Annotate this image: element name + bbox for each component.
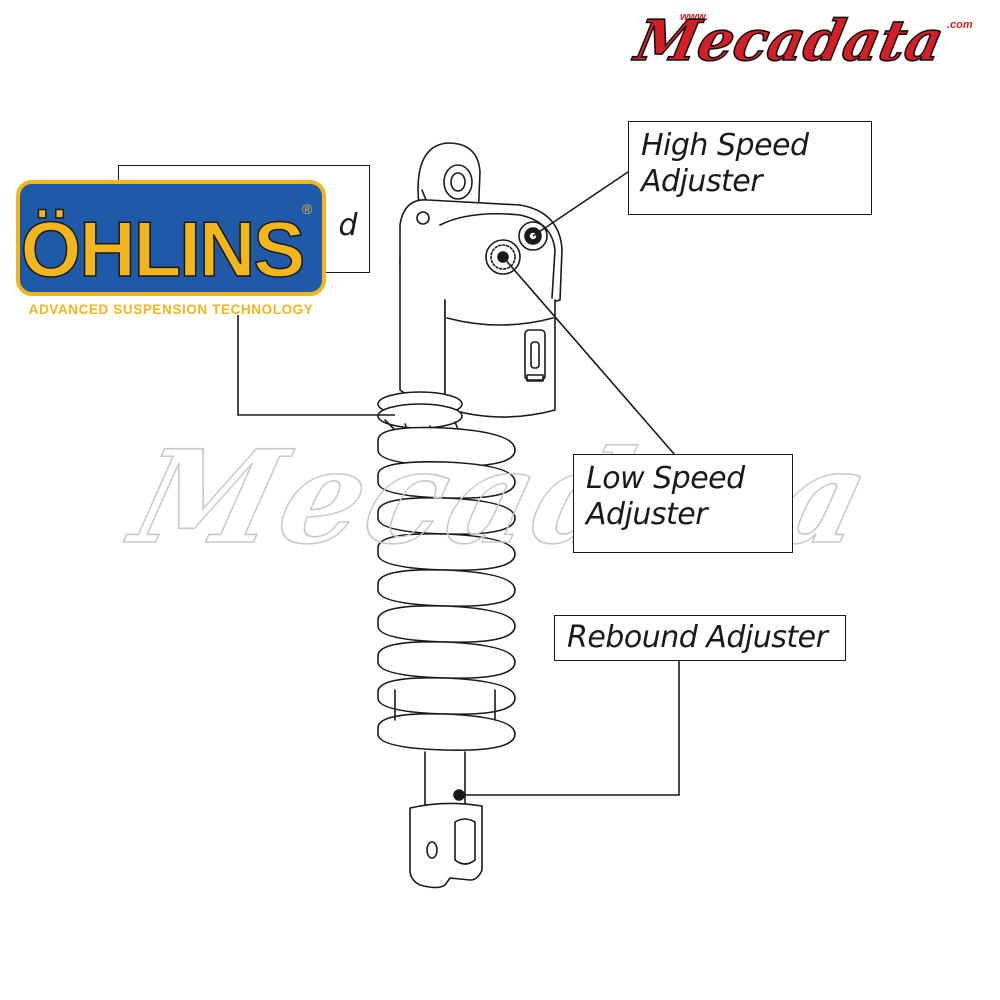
mecadata-logo-com: .com: [947, 19, 973, 31]
callout-low-speed: Low Speed Adjuster: [573, 454, 793, 553]
mecadata-logo: www. Mecadata .com: [627, 8, 973, 70]
ohlins-logo-name: ÖHLINS: [21, 205, 304, 293]
leader-hidden: [237, 315, 395, 416]
callout-high-speed: High Speed Adjuster: [628, 121, 872, 215]
leader-rebound: [459, 660, 680, 796]
callout-rebound-line1: Rebound Adjuster: [567, 620, 828, 655]
mecadata-logo-name: Mecadata: [628, 9, 949, 70]
spring: [377, 426, 516, 751]
callout-low-speed-line1: Low Speed: [586, 461, 745, 496]
ohlins-logo: ÖHLINS ® ADVANCED SUSPENSION TECHNOLOGY: [16, 180, 326, 317]
callout-high-speed-line1: High Speed: [641, 128, 809, 163]
preload-collar: [377, 391, 463, 439]
ohlins-logo-reg: ®: [302, 201, 313, 217]
callout-low-speed-line2: Adjuster: [586, 497, 708, 532]
watermark: Mecadata: [114, 430, 888, 570]
lower-clevis: [409, 751, 483, 889]
callout-rebound: Rebound Adjuster: [554, 615, 846, 661]
leader-low-speed: [502, 256, 676, 456]
callout-hidden-text: d: [338, 208, 357, 243]
ohlins-logo-tagline: ADVANCED SUSPENSION TECHNOLOGY: [29, 302, 314, 317]
mecadata-logo-www: www.: [680, 11, 708, 23]
callout-high-speed-line2: Adjuster: [641, 164, 763, 199]
leader-high-speed: [532, 171, 629, 237]
